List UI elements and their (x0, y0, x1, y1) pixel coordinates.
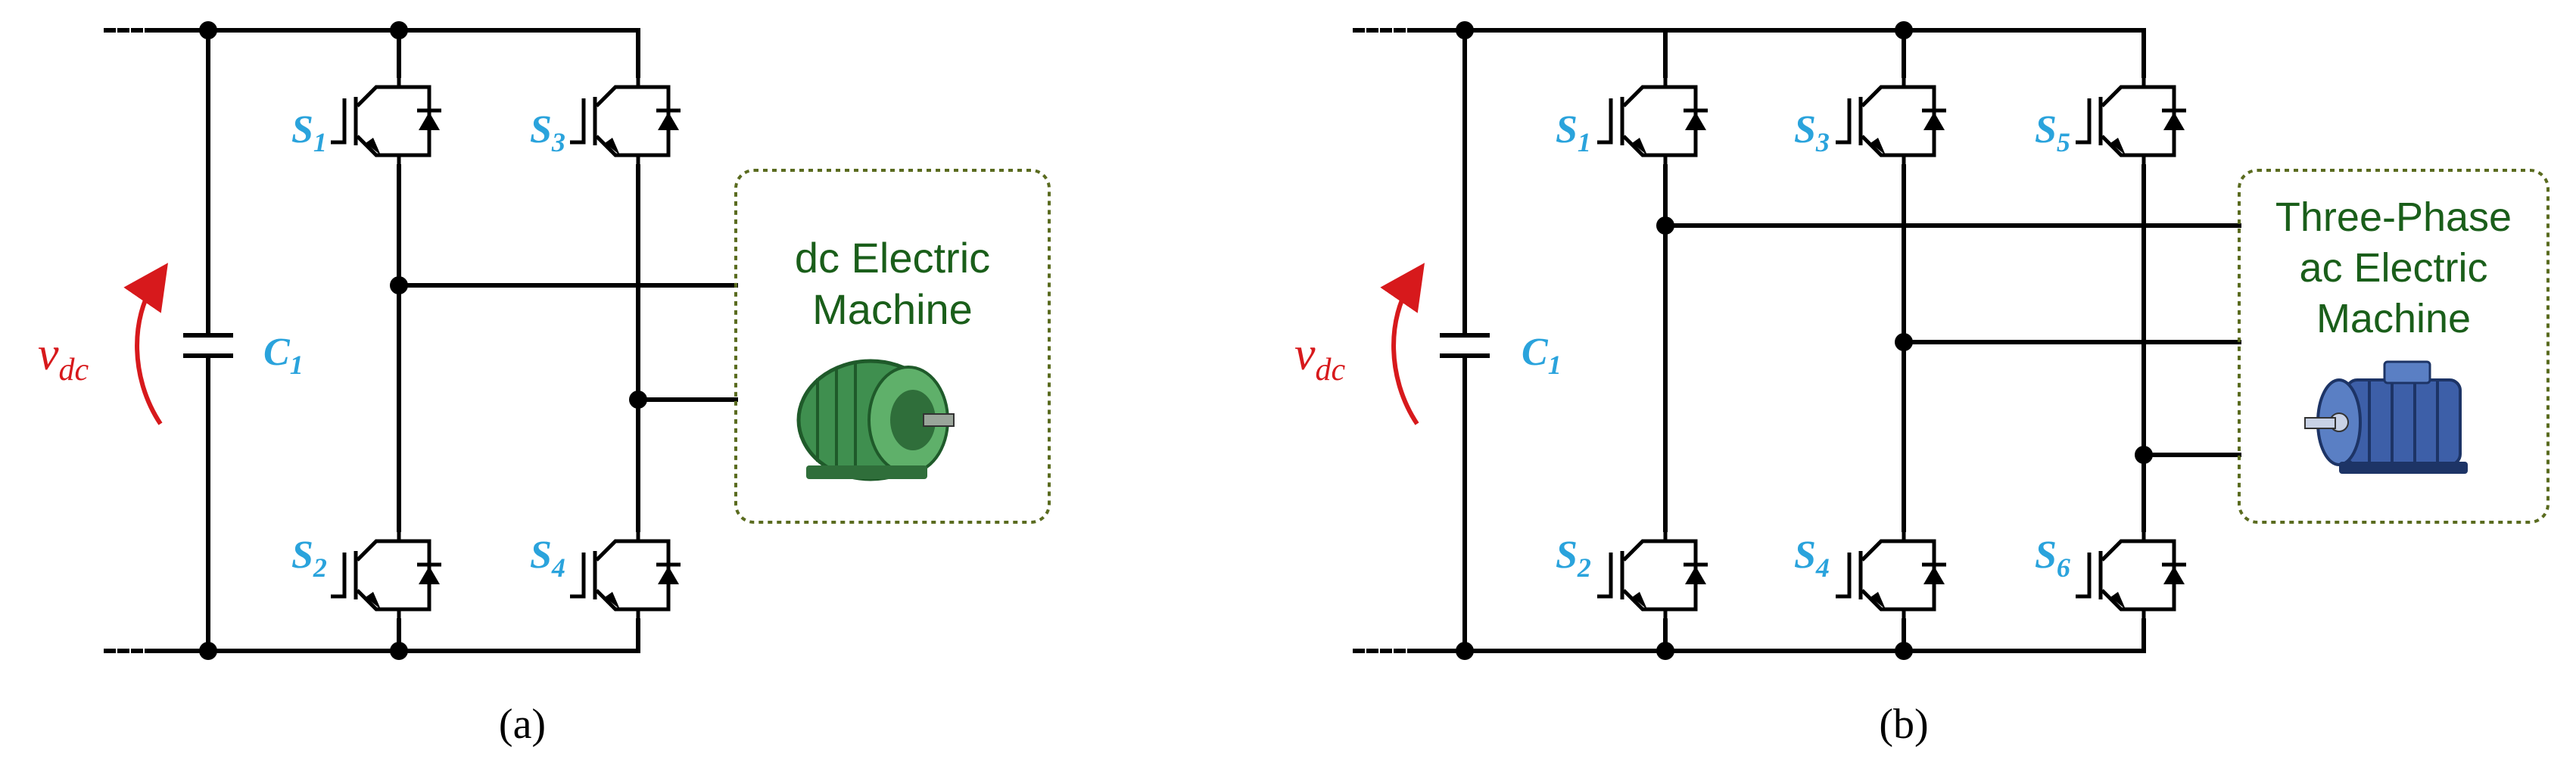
voltage-label: vdc (38, 328, 89, 388)
voltage-label: vdc (1294, 328, 1346, 388)
switch-label-s3: S3 (1794, 108, 1830, 157)
node-dot (1656, 642, 1674, 660)
machine-box (2238, 169, 2550, 524)
machine-label-line: dc Electric (795, 234, 990, 282)
switch-s5 (2076, 76, 2186, 167)
machine-box (734, 169, 1051, 524)
machine-label-line: Three-Phase (2275, 195, 2512, 240)
ac-motor-icon (2304, 360, 2468, 474)
panel-b: vdc C1 S1 S2 S3 S4 S5 (1294, 21, 2550, 748)
capacitor-c1 (1440, 28, 1490, 653)
node-dot (199, 21, 217, 39)
switch-s3 (570, 76, 681, 167)
node-dot (1895, 21, 1913, 39)
switch-label-s6: S6 (2035, 534, 2070, 583)
voltage-arrow (1380, 263, 1425, 425)
node-dot (199, 642, 217, 660)
switch-label-s1: S1 (291, 108, 327, 157)
switch-s1 (331, 76, 441, 167)
voltage-arrow (123, 263, 168, 425)
dc-motor-icon (796, 359, 955, 481)
node-dot (1895, 642, 1913, 660)
capacitor-label: C1 (1522, 331, 1562, 380)
node-dot (1456, 642, 1474, 660)
machine-label-line: ac Electric (2299, 245, 2487, 291)
machine-label-line: Machine (812, 285, 973, 333)
switch-s2 (331, 530, 441, 621)
switch-label-s5: S5 (2035, 108, 2070, 157)
switch-label-s1: S1 (1556, 108, 1591, 157)
switch-s3 (1836, 76, 1946, 167)
switch-s1 (1597, 76, 1708, 167)
switch-label-s4: S4 (1794, 534, 1830, 583)
panel-caption-a: (a) (499, 701, 546, 748)
switch-s6 (2076, 530, 2186, 621)
switch-label-s4: S4 (530, 534, 565, 583)
switch-s4 (1836, 530, 1946, 621)
switch-label-s2: S2 (1556, 534, 1591, 583)
node-dot (390, 21, 408, 39)
node-dot (390, 642, 408, 660)
capacitor-label: C1 (263, 331, 304, 380)
switch-label-s3: S3 (530, 108, 565, 157)
machine-label-line: Machine (2316, 296, 2471, 341)
capacitor-c1 (183, 28, 233, 653)
panel-caption-b: (b) (1879, 701, 1928, 748)
panel-a: vdc C1 S1 S2 S3 S4 dc Electric Machine (38, 21, 1051, 748)
switch-label-s2: S2 (291, 534, 327, 583)
node-dot (1456, 21, 1474, 39)
switch-s4 (570, 530, 681, 621)
switch-s2 (1597, 530, 1708, 621)
